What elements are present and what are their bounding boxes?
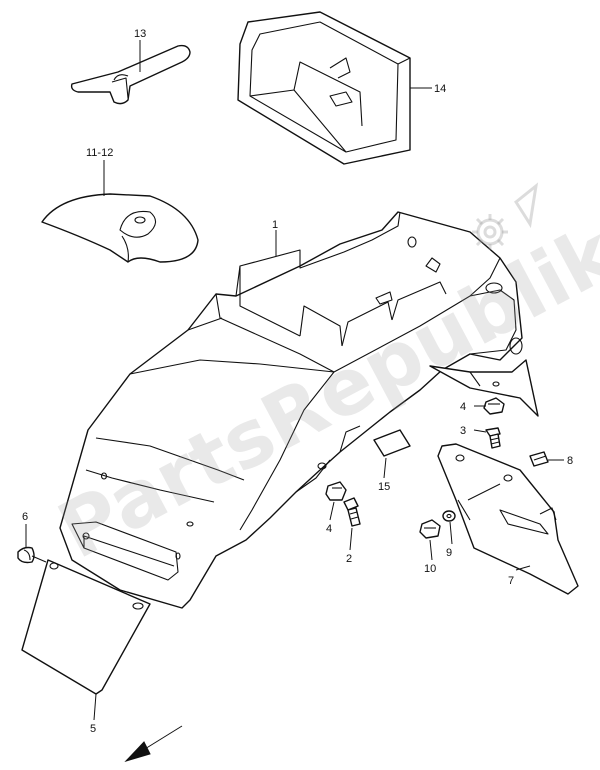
part-11-12-tool-bag[interactable] xyxy=(41,193,199,263)
callout-13: 13 xyxy=(134,28,146,40)
callout-6: 6 xyxy=(22,511,28,523)
callout-7: 7 xyxy=(508,575,514,587)
callout-4-lower: 4 xyxy=(326,523,332,535)
part-15-pad[interactable] xyxy=(373,429,411,457)
part-2-screw[interactable] xyxy=(343,497,361,527)
part-13-wrench[interactable] xyxy=(70,44,191,105)
callout-15: 15 xyxy=(378,481,390,493)
part-6-grommet[interactable] xyxy=(17,546,35,564)
callout-2: 2 xyxy=(346,553,352,565)
part-1-rear-fender[interactable] xyxy=(59,211,539,609)
callout-3: 3 xyxy=(460,425,466,437)
callout-5: 5 xyxy=(90,723,96,735)
part-14-storage-tray[interactable] xyxy=(237,11,411,165)
callout-9: 9 xyxy=(446,547,452,559)
part-7-side-cover[interactable] xyxy=(437,443,579,595)
part-9-washer[interactable] xyxy=(442,510,456,522)
callout-4-upper: 4 xyxy=(460,401,466,413)
leader-lines xyxy=(25,40,564,721)
part-4-nut-upper[interactable] xyxy=(483,397,505,415)
callout-8: 8 xyxy=(567,455,573,467)
part-5-mud-flap[interactable] xyxy=(21,559,151,695)
callout-10: 10 xyxy=(424,563,436,575)
callout-1: 1 xyxy=(272,219,278,231)
part-10-nut[interactable] xyxy=(419,519,441,539)
callout-11-12: 11-12 xyxy=(86,147,113,159)
callout-14: 14 xyxy=(434,83,446,95)
part-4-clip-nut-lower[interactable] xyxy=(325,481,347,501)
front-direction-arrow-icon xyxy=(124,725,183,762)
watermark-gear-icon xyxy=(472,182,539,250)
part-8-bolt[interactable] xyxy=(529,451,549,467)
callouts: 13 14 11-12 1 4 3 15 4 2 8 9 10 7 6 5 xyxy=(22,28,573,735)
part-3-bolt[interactable] xyxy=(485,427,501,449)
